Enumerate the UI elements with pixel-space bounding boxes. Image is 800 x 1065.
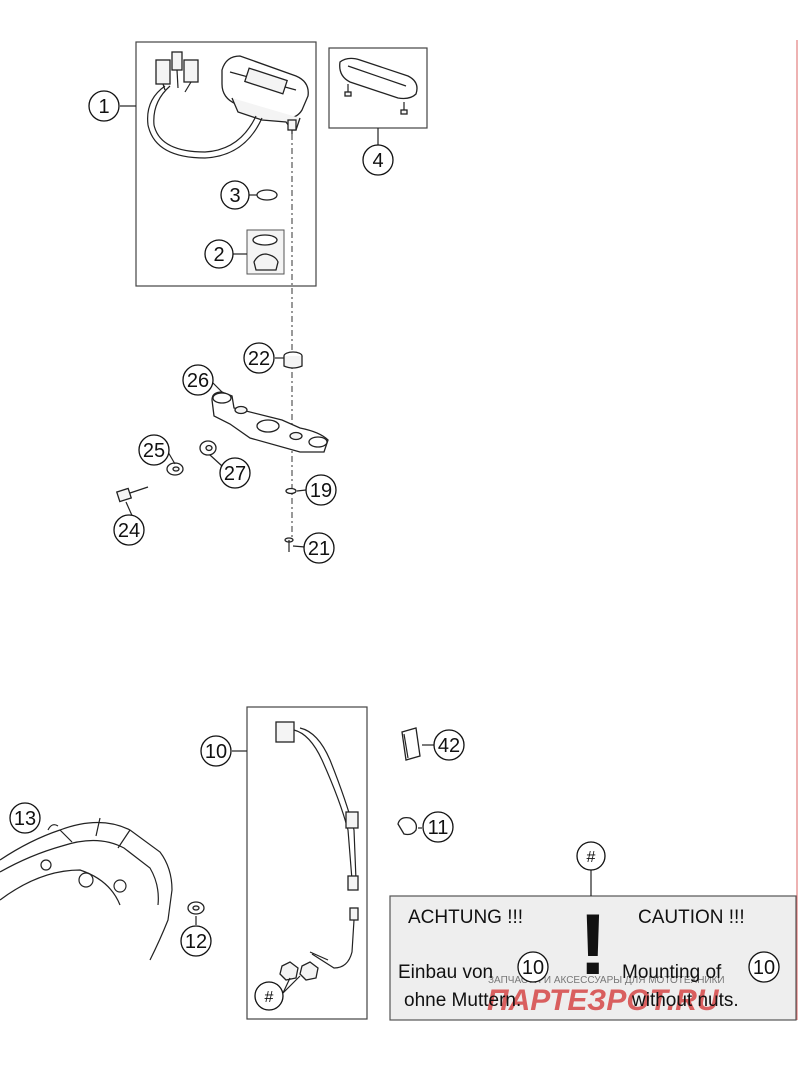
callout-26: 26 [182,364,214,396]
svg-text:#: # [265,989,274,1006]
svg-text:21: 21 [308,538,330,560]
bolt-part [115,486,149,503]
svg-text:26: 26 [187,370,209,392]
o-ring-part [252,234,278,246]
callout-24: 24 [113,514,145,546]
grommet-part [283,351,303,369]
speedometer-harness [147,51,263,159]
plug-part [253,253,279,271]
callout-3: 3 [220,180,250,210]
warning-title-de: ACHTUNG !!! [408,907,523,928]
callout-4: 4 [362,144,394,176]
svg-text:42: 42 [438,735,460,757]
warning-line2-en: without nuts. [631,990,739,1011]
callout-hash-top: # [576,841,606,871]
brake-disc-part [0,817,173,961]
svg-text:10: 10 [522,957,544,979]
svg-text:24: 24 [118,520,140,542]
callout-27: 27 [219,457,251,489]
callout-12: 12 [180,925,212,957]
rubber-part [199,440,217,456]
cable-grommet-part [397,816,418,836]
group-box-speedometer [135,41,317,287]
warning-ref-en: 10 [748,951,780,983]
sleeve-part [166,462,184,476]
exclamation-mark: ! [579,897,608,993]
bracket-part [211,391,329,453]
svg-text:3: 3 [229,185,240,207]
callout-21: 21 [303,532,335,564]
svg-text:12: 12 [185,931,207,953]
watermark-brand: ПАРТЕЗРОТ.RU [487,984,720,1017]
washer-part [285,487,297,495]
group-box-cable [246,706,368,1020]
warning-ref-de: 10 [517,951,549,983]
svg-text:2: 2 [213,244,224,266]
warning-line1-de: Einbau von [398,962,493,983]
clip-part [401,727,421,761]
warning-box [389,895,797,1021]
warning-line2-de: ohne Muttern. [404,990,521,1011]
svg-text:#: # [587,849,596,866]
callout-1: 1 [88,90,120,122]
cap-part [256,189,278,201]
svg-text:10: 10 [205,741,227,763]
svg-text:19: 19 [310,480,332,502]
warning-title-en: CAUTION !!! [638,907,745,928]
svg-text:11: 11 [428,817,449,839]
screw-part [284,537,294,552]
svg-text:27: 27 [224,463,246,485]
svg-text:22: 22 [248,348,270,370]
watermark-tagline: ЗАПЧАСТИ И АКСЕССУАРЫ ДЛЯ МОТОТЕХНИКИ [488,975,725,986]
callout-10: 10 [200,735,232,767]
callout-2: 2 [204,239,234,269]
callout-42: 42 [433,729,465,761]
callout-11: 11 [422,811,454,843]
callout-hash-bottom: # [254,981,284,1011]
cover-part [339,57,418,115]
svg-text:1: 1 [98,96,109,118]
warning-line1-en: Mounting of [622,962,722,983]
callout-13: 13 [9,802,41,834]
svg-text:13: 13 [14,808,36,830]
svg-text:4: 4 [372,150,383,172]
callout-25: 25 [138,434,170,466]
svg-text:10: 10 [753,957,775,979]
svg-text:25: 25 [143,440,165,462]
spring-clip-part [47,824,59,831]
speedometer-part [221,55,309,134]
spacer-part [187,901,205,915]
speed-sensor-cable [275,721,359,981]
callout-22: 22 [243,342,275,374]
callout-19: 19 [305,474,337,506]
